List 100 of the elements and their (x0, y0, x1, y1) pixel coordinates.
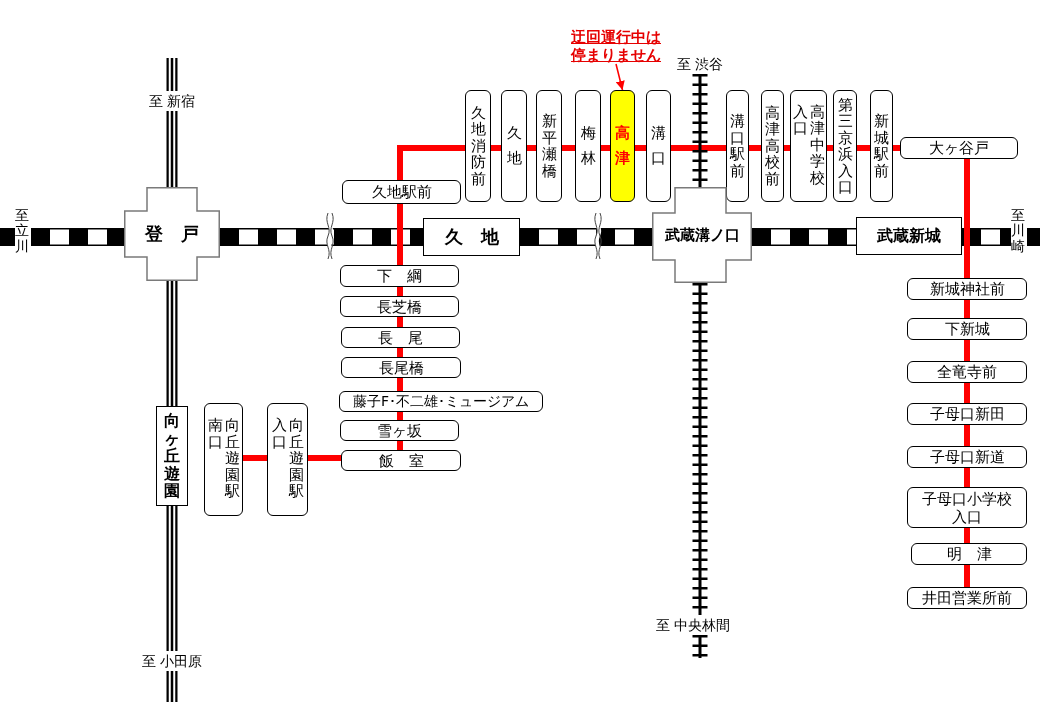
bus-stop-box (907, 587, 1027, 609)
stop-name: 子母口新道 (929, 448, 1005, 466)
station-box (156, 406, 188, 506)
bus-stop-box (536, 90, 562, 202)
stop-name: 高津 (615, 122, 630, 169)
bus-route-line (964, 425, 970, 446)
stop-name: 下新城 (944, 320, 990, 338)
stop-name: 長 尾 (378, 328, 423, 347)
bus-route-line (784, 145, 790, 151)
bus-stop-box (900, 137, 1018, 159)
bus-stop-box (339, 391, 543, 412)
bus-stop-box (267, 403, 308, 516)
bus-route-line (243, 455, 267, 461)
bus-route-line (308, 455, 341, 461)
railway-line (166, 281, 178, 406)
bus-route-line (397, 204, 403, 265)
direction-label: 至 渋谷 (675, 54, 725, 74)
bus-route-line (964, 383, 970, 403)
bus-stop-box (726, 90, 749, 202)
bus-route-line (491, 145, 501, 151)
station-name: 向ヶ丘遊園 (164, 412, 180, 500)
station-box (856, 217, 962, 255)
stop-name: 久地駅前 (371, 183, 432, 201)
bus-route-line (397, 348, 403, 357)
direction-label: 至川崎 (1011, 208, 1025, 258)
bus-stop-box (907, 446, 1027, 468)
bus-stop-box (870, 90, 893, 202)
bus-route-line (827, 145, 833, 151)
bus-stop-box (907, 318, 1027, 340)
bus-stop-box (340, 265, 459, 287)
railway-line (692, 635, 708, 658)
railway-line (166, 506, 178, 651)
station-name: 登 戸 (145, 223, 199, 245)
bus-stop-box (911, 543, 1027, 565)
bus-stop-box (465, 90, 491, 202)
callout-arrow (615, 63, 625, 91)
bus-stop-box (790, 90, 827, 202)
stop-name: 久地消防前 (470, 104, 486, 188)
station-name: 武蔵溝ノ口 (664, 226, 740, 244)
bus-route-line (601, 145, 610, 151)
stop-name: 溝口 (651, 122, 666, 169)
bus-stop-box (501, 90, 527, 202)
stop-name: 子母口新田 (929, 405, 1005, 423)
station-box (124, 187, 220, 281)
direction-label: 至 中央林間 (654, 615, 732, 635)
bus-route-line (527, 145, 536, 151)
railway-line (752, 228, 856, 246)
stop-name: 子母口小学校入口 (921, 489, 1013, 526)
bus-route-line (635, 145, 646, 151)
stop-name: 向丘遊園駅南口 (207, 417, 240, 502)
direction-label: 至立川 (15, 208, 29, 258)
stop-name: 長尾橋 (378, 358, 424, 377)
bus-route-line (397, 145, 465, 180)
bus-stop-box (833, 90, 857, 202)
bus-route-line (397, 287, 403, 296)
direction-label: 至 新宿 (147, 91, 197, 111)
bus-route-line (964, 565, 970, 587)
railway-line (31, 228, 124, 246)
stop-name: 大ヶ谷戸 (929, 139, 989, 157)
bus-stop-box (341, 357, 461, 378)
station-name: 久 地 (444, 226, 499, 248)
bus-stop-box (907, 278, 1027, 300)
railway-line (220, 228, 423, 246)
direction-label: 至 小田原 (140, 651, 204, 671)
railway-line (166, 111, 178, 187)
bus-route-line (397, 441, 403, 450)
stop-name: 新平瀬橋 (541, 113, 557, 179)
bus-stop-box (204, 403, 243, 516)
stop-name: 明 津 (946, 545, 992, 563)
bus-route-line (397, 317, 403, 327)
bus-route-line (562, 145, 575, 151)
bus-stop-box (761, 90, 784, 202)
bus-stop-box (646, 90, 671, 202)
bus-route-line (964, 300, 970, 318)
bus-stop-box (907, 403, 1027, 425)
station-name: 武蔵新城 (877, 226, 941, 246)
bus-route-line (893, 145, 900, 151)
railway-line (1027, 228, 1040, 246)
bus-route-line (397, 378, 403, 391)
bus-stop-box (610, 90, 635, 202)
stop-name: 新城神社前 (929, 280, 1005, 298)
stop-name: 井田営業所前 (922, 589, 1012, 607)
bus-stop-box (341, 450, 461, 471)
railway-line (520, 228, 652, 246)
railway-line (166, 671, 178, 702)
stop-name: 梅林 (580, 122, 596, 169)
bus-route-line (964, 528, 970, 543)
stop-name: 第三京浜入口 (837, 96, 853, 196)
bus-route-line (857, 145, 870, 151)
bus-route-line (397, 412, 403, 420)
stop-name: 全竜寺前 (937, 363, 997, 381)
station-box (652, 187, 752, 283)
stop-name: 藤子F･不二雄･ミュージアム (352, 393, 530, 410)
stop-name: 久地 (506, 122, 522, 169)
stop-name: 長芝橋 (377, 297, 422, 316)
railway-line (166, 58, 178, 91)
stop-name: 飯 室 (378, 451, 424, 470)
stop-name: 下 綱 (377, 267, 422, 285)
stop-name: 雪ヶ坂 (377, 421, 422, 440)
railway-line (962, 228, 1011, 246)
